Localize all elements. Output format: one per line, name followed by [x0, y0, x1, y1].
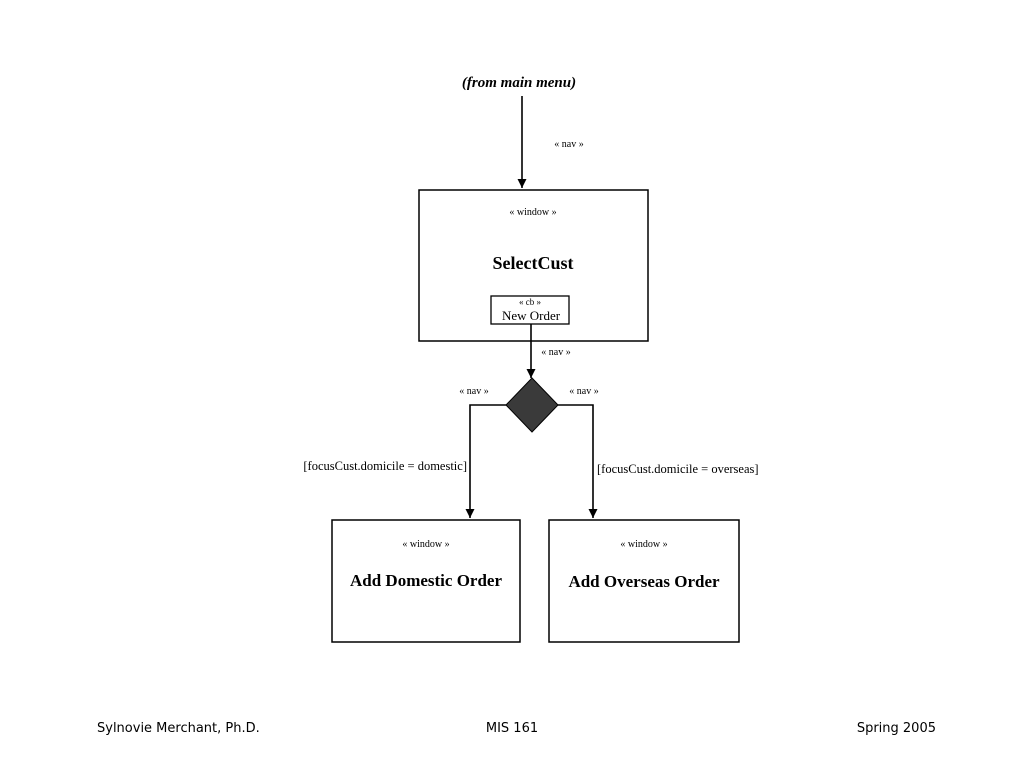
decision-diamond [505, 377, 559, 433]
footer-course: MIS 161 [485, 721, 539, 736]
new-order-label: New Order [502, 308, 561, 323]
domestic-stereotype: « window » [402, 539, 449, 550]
guard-domestic: [focusCust.domicile = domestic] [303, 459, 467, 473]
new-order-button [490, 295, 570, 325]
domestic-title: Add Domestic Order [350, 571, 502, 590]
nav-label-1: « nav » [554, 139, 583, 150]
selectcust-stereotype: « window » [509, 207, 556, 218]
origin-note: (from main menu) [462, 75, 576, 91]
nav-label-2: « nav » [541, 347, 570, 358]
overseas-title: Add Overseas Order [568, 572, 720, 591]
nav-label-right: « nav » [569, 386, 598, 397]
footer-author: Sylnovie Merchant, Ph.D. [97, 721, 260, 736]
new-order-stereotype: « cb » [519, 297, 541, 307]
add-overseas-order-window [548, 519, 740, 643]
add-domestic-order-window [331, 519, 521, 643]
guard-overseas: [focusCust.domicile = overseas] [597, 462, 759, 476]
overseas-stereotype: « window » [620, 539, 667, 550]
branch-overseas [558, 404, 598, 518]
branch-domestic [465, 404, 506, 518]
footer-term: Spring 2005 [856, 721, 936, 736]
nav-label-left: « nav » [459, 386, 488, 397]
nav-label-bg [548, 137, 590, 151]
selectcust-title: SelectCust [493, 253, 574, 273]
